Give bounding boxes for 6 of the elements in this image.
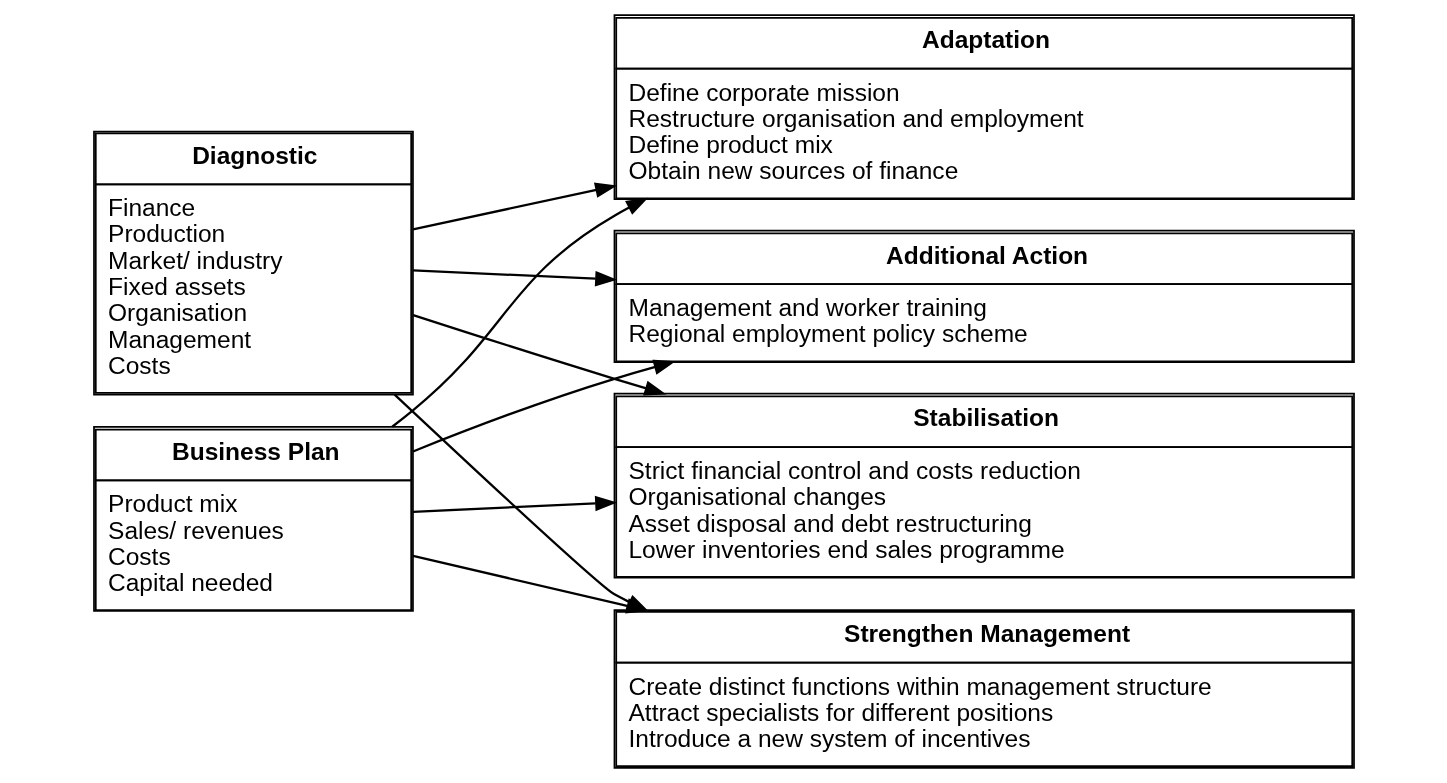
- arrow: [412, 269, 617, 287]
- arrow: [391, 197, 648, 428]
- arrow: [412, 359, 676, 453]
- arrow: [412, 495, 617, 513]
- arrow: [412, 182, 617, 231]
- arrow: [412, 314, 666, 396]
